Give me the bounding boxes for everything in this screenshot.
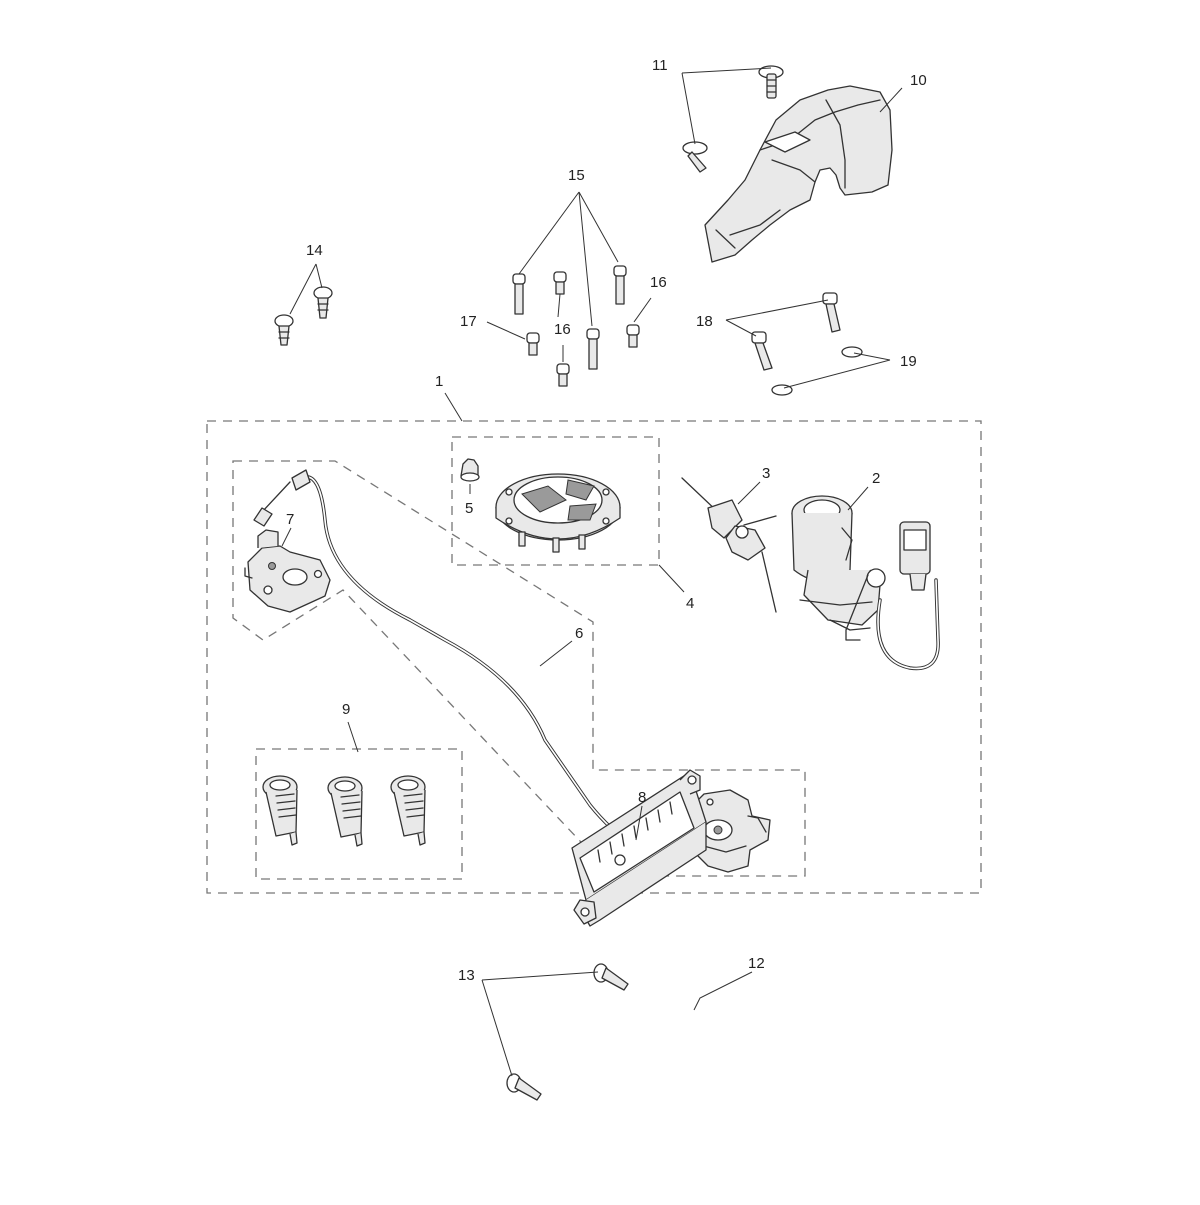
screw-13-lower bbox=[506, 1073, 542, 1101]
ignition-keys bbox=[681, 477, 777, 613]
callout-6: 6 bbox=[575, 625, 583, 642]
callout-5: 5 bbox=[465, 500, 473, 517]
bolt-17 bbox=[526, 332, 540, 356]
callout-2: 2 bbox=[872, 470, 880, 487]
callout-4: 4 bbox=[686, 595, 694, 612]
callout-12: 12 bbox=[748, 955, 765, 972]
callout-19: 19 bbox=[900, 353, 917, 370]
callout-8: 8 bbox=[638, 789, 646, 806]
callout-1: 1 bbox=[435, 373, 443, 390]
bolt-15-b bbox=[613, 265, 627, 305]
screw-13-upper bbox=[593, 963, 629, 991]
release-cable bbox=[253, 469, 677, 871]
ignition-switch bbox=[791, 495, 940, 671]
lock-barrel-1 bbox=[262, 775, 298, 846]
lock-barrel-3 bbox=[390, 775, 426, 846]
seat-latch bbox=[244, 529, 331, 613]
screw-18-upper bbox=[822, 292, 841, 333]
fuel-cap-group-outline bbox=[451, 436, 660, 566]
fuel-cap-plug bbox=[460, 458, 480, 482]
fuel-cap bbox=[495, 473, 621, 553]
lock-barrels-group-outline bbox=[255, 748, 463, 880]
callout-14: 14 bbox=[306, 242, 323, 259]
bolt-15-c bbox=[586, 328, 600, 370]
callout-17: 17 bbox=[460, 313, 477, 330]
callout-13: 13 bbox=[458, 967, 475, 984]
bolt-16-top bbox=[553, 271, 567, 295]
screw-11-upper bbox=[758, 65, 784, 99]
callout-11: 11 bbox=[652, 57, 668, 74]
screw-11-lower bbox=[682, 141, 708, 173]
callout-16-center: 16 bbox=[554, 321, 571, 338]
callout-18: 18 bbox=[696, 313, 713, 330]
callout-7: 7 bbox=[286, 511, 294, 528]
bolt-15-a bbox=[512, 273, 526, 315]
callout-16-right: 16 bbox=[650, 274, 667, 291]
washer-19-upper bbox=[841, 346, 863, 358]
leader-lines bbox=[281, 67, 903, 1077]
bolt-16-right bbox=[626, 324, 640, 348]
lock-barrel-2 bbox=[327, 776, 363, 847]
seat-lock-group-outline bbox=[232, 460, 806, 877]
callout-15: 15 bbox=[568, 167, 585, 184]
callout-10: 10 bbox=[910, 72, 927, 89]
seat-lock bbox=[685, 789, 771, 873]
screw-18-lower bbox=[751, 331, 773, 371]
bolt-16-bottom bbox=[556, 363, 570, 387]
electronic-module bbox=[571, 769, 707, 927]
headstock-cover bbox=[704, 85, 893, 263]
screw-14-left bbox=[274, 314, 294, 346]
callout-3: 3 bbox=[762, 465, 770, 482]
screw-14-right bbox=[313, 286, 333, 319]
callout-labels: 1 2 3 4 5 6 7 8 9 10 11 12 13 14 15 16 1… bbox=[286, 57, 927, 984]
callout-9: 9 bbox=[342, 701, 350, 718]
